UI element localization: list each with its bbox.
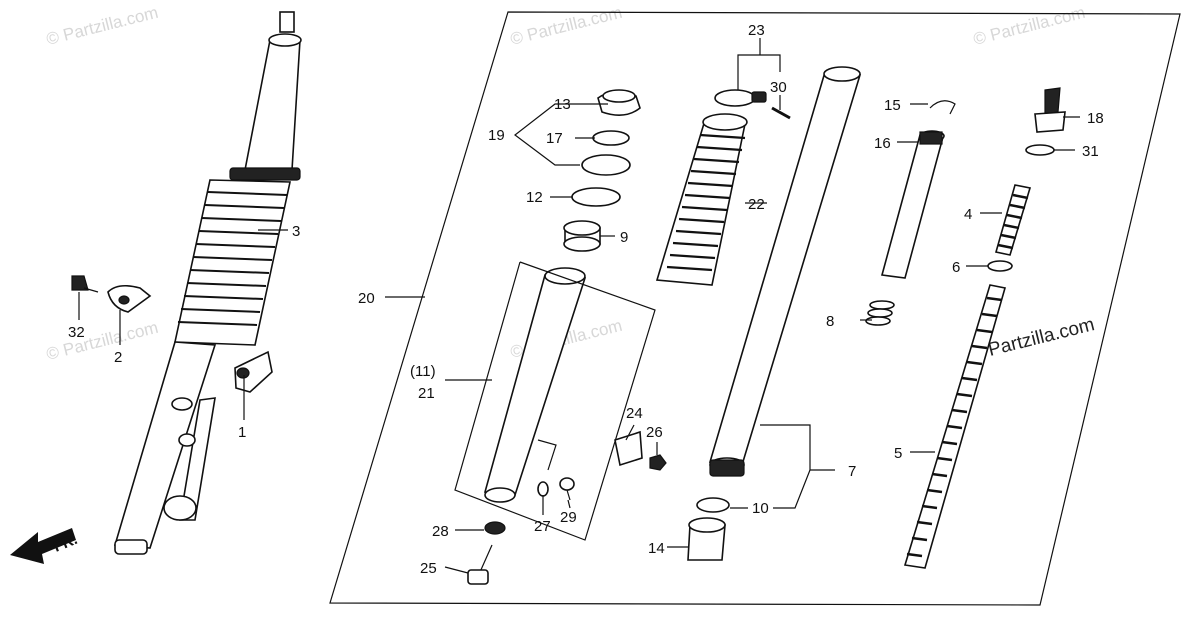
label-18: 18 (1087, 110, 1104, 127)
label-11: (11) (410, 363, 436, 380)
fork-stanchion (244, 39, 301, 171)
part-8-spring (865, 300, 895, 326)
label-7: 7 (848, 463, 856, 480)
front-label: FR. (51, 531, 80, 556)
guide-1-hole (236, 367, 250, 379)
bracket-2-hole (118, 295, 130, 305)
part-4-spring (994, 184, 1032, 256)
fork-cap (268, 33, 302, 47)
part-7-tube (708, 66, 862, 477)
brand-watermark: Partzilla.com (986, 314, 1097, 361)
fork-boot (174, 179, 291, 346)
watermark: © Partzilla.com (971, 3, 1087, 49)
label-2: 2 (114, 349, 122, 366)
part-labels: 3 32 2 1 13 19 17 12 9 23 30 22 15 16 18… (68, 22, 1104, 577)
label-3: 3 (292, 223, 300, 240)
label-26: 26 (646, 424, 663, 441)
label-5: 5 (894, 445, 902, 462)
part-30-screw (771, 106, 791, 120)
part-27-washer (537, 481, 549, 497)
label-6: 6 (952, 259, 960, 276)
label-4: 4 (964, 206, 972, 223)
label-14: 14 (648, 540, 665, 557)
part-14-collar (687, 517, 726, 561)
label-20: 20 (358, 290, 375, 307)
label-1: 1 (238, 424, 246, 441)
bolt-32 (71, 275, 99, 293)
part-12-washer (571, 187, 621, 207)
fork-slider (113, 341, 217, 549)
label-30: 30 (770, 79, 787, 96)
axle-hole (163, 495, 197, 521)
watermark: © Partzilla.com (44, 318, 160, 364)
label-13: 13 (554, 96, 571, 113)
part-10-bushing (696, 497, 730, 513)
label-8: 8 (826, 313, 834, 330)
label-25: 25 (420, 560, 437, 577)
label-27: 27 (534, 518, 551, 535)
part-28-washer (484, 521, 506, 535)
label-9: 9 (620, 229, 628, 246)
inner-assembly-frame (329, 11, 1181, 606)
part-17-ring (592, 130, 630, 146)
label-12: 12 (526, 189, 543, 206)
front-arrow: FR. (10, 528, 80, 564)
slider-bottom (114, 539, 148, 555)
part-23-clamp (714, 89, 767, 107)
part-25-bolt (467, 544, 493, 585)
part-15-clip (929, 100, 956, 115)
boot-clamp (229, 167, 301, 181)
label-31: 31 (1082, 143, 1099, 160)
label-28: 28 (432, 523, 449, 540)
part-5-spring (903, 284, 1007, 569)
label-15: 15 (884, 97, 901, 114)
part-18-cap (1034, 87, 1066, 133)
boss-mid (178, 433, 196, 447)
part-6-washer (987, 260, 1013, 272)
label-17: 17 (546, 130, 563, 147)
watermark: © Partzilla.com (44, 3, 160, 49)
leader-lines (78, 38, 1080, 574)
boss-top (171, 397, 193, 411)
part-21-slider (483, 267, 587, 503)
label-21: 21 (418, 385, 435, 402)
part-13-seal (597, 89, 641, 116)
label-19: 19 (488, 127, 505, 144)
label-29: 29 (560, 509, 577, 526)
axle-boss (179, 397, 216, 521)
part-22-boot (655, 113, 748, 286)
part-24-clip (614, 430, 643, 467)
part-16-spacer (880, 130, 945, 279)
watermark: © Partzilla.com (508, 3, 624, 49)
assembled-fork (113, 11, 302, 555)
fork-top-bolt (279, 11, 295, 33)
part-9-bushing (563, 220, 601, 252)
label-32: 32 (68, 324, 85, 341)
label-24: 24 (626, 405, 643, 422)
label-16: 16 (874, 135, 891, 152)
part-19-seal (581, 154, 631, 176)
label-22: 22 (748, 196, 765, 213)
label-23: 23 (748, 22, 765, 39)
part-26-nut (649, 454, 667, 471)
label-10: 10 (752, 500, 769, 517)
part-31-oring (1025, 144, 1055, 156)
part-29-screw (559, 477, 575, 501)
